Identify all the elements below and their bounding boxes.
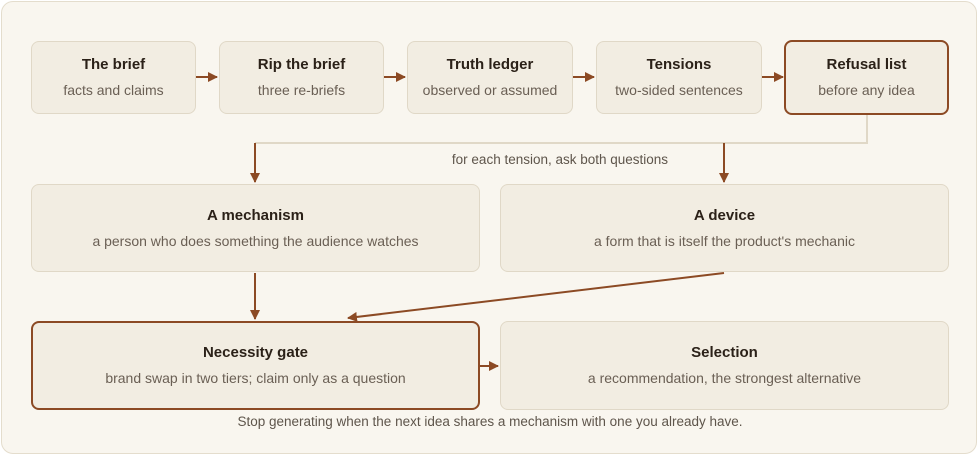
node-subtitle: brand swap in two tiers; claim only as a… <box>105 370 406 387</box>
node-subtitle: a recommendation, the strongest alternat… <box>587 370 862 387</box>
node-truth-ledger: Truth ledger observed or assumed <box>407 41 573 114</box>
node-tensions: Tensions two-sided sentences <box>596 41 762 114</box>
node-subtitle: a form that is itself the product's mech… <box>593 232 855 249</box>
node-device: A device a form that is itself the produ… <box>500 184 949 272</box>
arrow-device-to-gate <box>347 272 725 322</box>
node-title: Tensions <box>646 56 712 74</box>
node-title: Refusal list <box>826 56 907 74</box>
node-selection: Selection a recommendation, the stronges… <box>500 321 949 410</box>
node-necessity-gate: Necessity gate brand swap in two tiers; … <box>31 321 480 410</box>
branch-connector <box>255 115 868 144</box>
node-subtitle: facts and claims <box>63 82 164 99</box>
node-title: Rip the brief <box>257 56 346 74</box>
node-title: A device <box>693 206 756 224</box>
node-rip-the-brief: Rip the brief three re-briefs <box>219 41 384 114</box>
node-title: The brief <box>81 56 146 74</box>
footer-note: Stop generating when the next idea share… <box>237 414 743 429</box>
node-title: Truth ledger <box>446 56 534 74</box>
node-title: Selection <box>691 344 758 362</box>
node-refusal-list: Refusal list before any idea <box>784 40 949 115</box>
node-title: Necessity gate <box>202 344 309 362</box>
node-the-brief: The brief facts and claims <box>31 41 196 114</box>
node-title: A mechanism <box>207 206 304 224</box>
node-mechanism: A mechanism a person who does something … <box>31 184 480 272</box>
node-subtitle: three re-briefs <box>257 82 346 99</box>
node-subtitle: observed or assumed <box>422 82 558 99</box>
node-subtitle: before any idea <box>818 82 915 99</box>
branch-label: for each tension, ask both questions <box>451 152 669 167</box>
node-subtitle: two-sided sentences <box>615 82 743 99</box>
node-subtitle: a person who does something the audience… <box>92 232 419 249</box>
